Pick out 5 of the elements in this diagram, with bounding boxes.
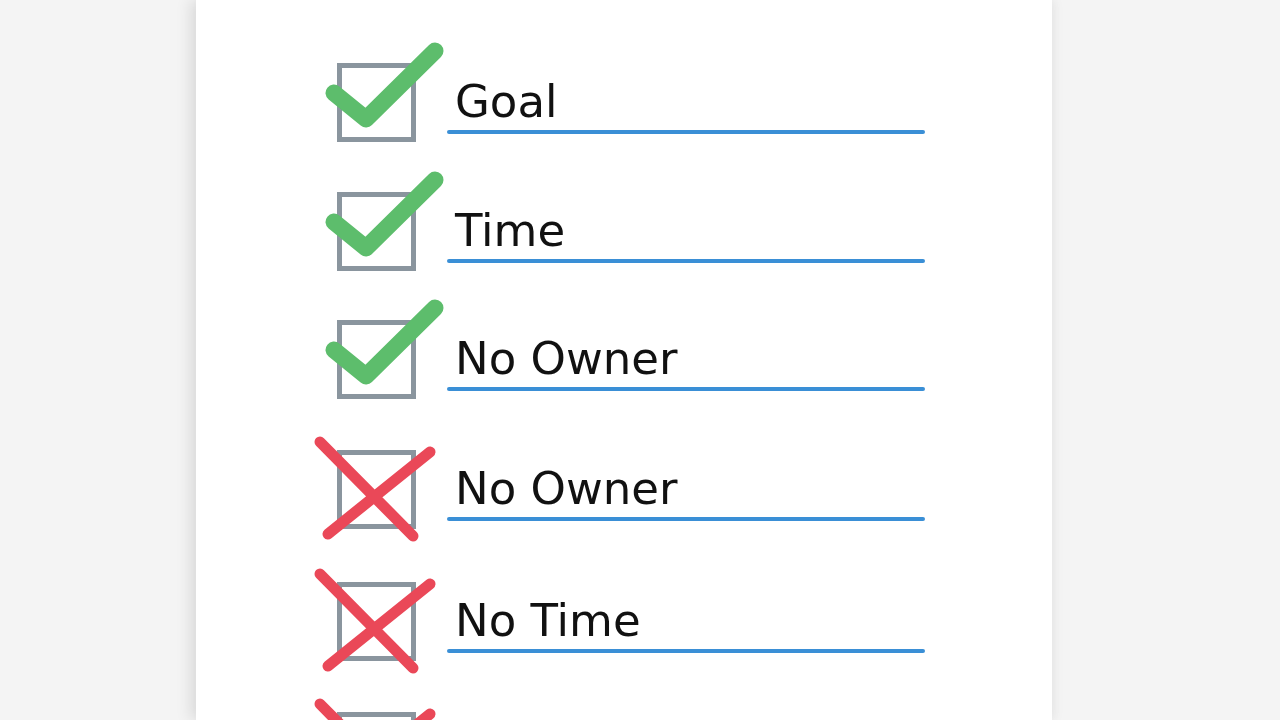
checklist-item-label: No Owner [455,336,678,381]
checklist-item-label: No Owner [455,466,678,511]
checklist-item-label: Goal [455,79,558,124]
checklist-item-label: Time [455,208,566,253]
checklist-item-label: No Time [455,598,641,643]
